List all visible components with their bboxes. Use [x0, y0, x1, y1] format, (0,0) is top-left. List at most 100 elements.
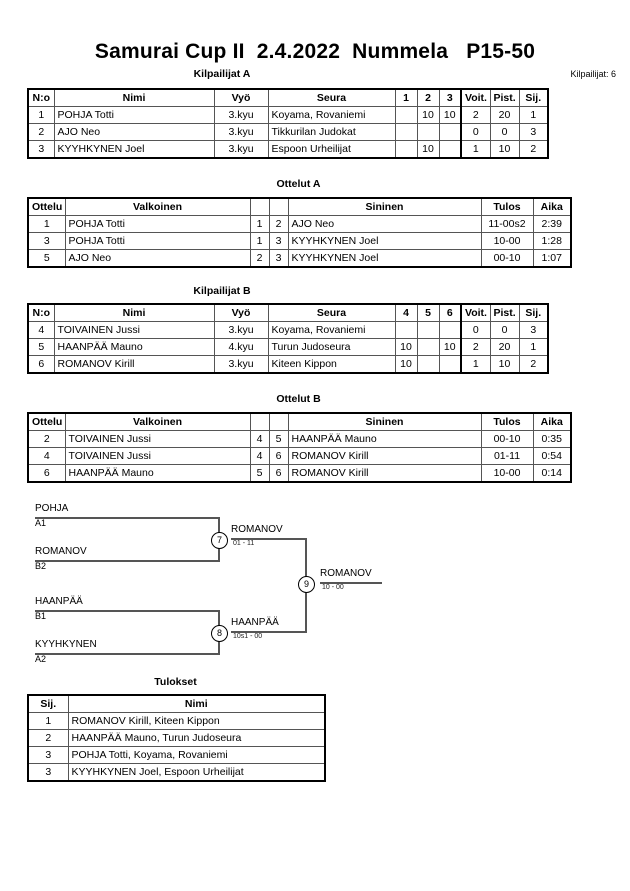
cell-no: 5 — [27, 338, 55, 356]
table-row: 3 POHJA Totti, Koyama, Rovaniemi — [27, 746, 326, 764]
pool-a-caption: Kilpailijat A — [193, 68, 251, 80]
table-row: 6 ROMANOV Kirill 3.kyu Kiteen Kippon 10 … — [27, 355, 549, 374]
cell-belt: 3.kyu — [213, 123, 269, 141]
col-blue: Sininen — [287, 412, 482, 431]
cell-m1 — [394, 106, 418, 124]
cell-belt: 3.kyu — [213, 106, 269, 124]
cell-result: 00-10 — [480, 430, 534, 448]
col-result: Tulos — [480, 412, 534, 431]
cell-club: Turun Judoseura — [267, 338, 396, 356]
cell-points: 0 — [489, 123, 520, 141]
col-time: Aika — [532, 412, 572, 431]
cell-m3 — [438, 355, 462, 374]
cell-rank: 3 — [27, 763, 69, 782]
col-white-no — [249, 412, 270, 431]
bracket-final-score: 10 - 00 — [322, 584, 344, 591]
results-table: Sij. Nimi 1 ROMANOV Kirill, Kiteen Kippo… — [27, 694, 326, 782]
table-row: 5 AJO Neo 2 3 KYYHKYNEN Joel 00-10 1:07 — [27, 249, 572, 268]
table-row: 4 TOIVAINEN Jussi 4 6 ROMANOV Kirill 01-… — [27, 447, 572, 465]
cell-result: 10-00 — [480, 464, 534, 483]
table-row: 2 HAANPÄÄ Mauno, Turun Judoseura — [27, 729, 326, 747]
cell-blue-no: 2 — [268, 215, 289, 233]
col-m2: 5 — [416, 303, 440, 322]
cell-m1: 10 — [394, 338, 418, 356]
col-points: Pist. — [489, 88, 520, 107]
cell-points: 10 — [489, 355, 520, 374]
col-rank: Sij. — [518, 303, 549, 322]
bracket-entry-name: KYYHKYNEN — [35, 639, 97, 650]
col-white: Valkoinen — [64, 412, 251, 431]
matches-a-header-row: Ottelu Valkoinen Sininen Tulos Aika — [27, 197, 572, 216]
col-club: Seura — [267, 88, 396, 107]
cell-result: 01-11 — [480, 447, 534, 465]
bracket-entry-seed: A2 — [35, 654, 47, 664]
cell-club: Espoon Urheilijat — [267, 140, 396, 159]
cell-m1 — [394, 123, 418, 141]
entrant-count: Kilpailijat: 6 — [570, 69, 616, 79]
cell-blue: KYYHKYNEN Joel — [287, 232, 482, 250]
cell-white-no: 4 — [249, 430, 270, 448]
cell-rank: 1 — [518, 106, 549, 124]
table-row: 3 KYYHKYNEN Joel, Espoon Urheilijat — [27, 763, 326, 782]
table-row: 5 HAANPÄÄ Mauno 4.kyu Turun Judoseura 10… — [27, 338, 549, 356]
cell-blue: ROMANOV Kirill — [287, 464, 482, 483]
cell-white: HAANPÄÄ Mauno — [64, 464, 251, 483]
bracket-node-winner: ROMANOV — [231, 524, 283, 535]
bracket-node-7: 7 — [211, 532, 228, 549]
cell-m2 — [416, 123, 440, 141]
col-match-no: Ottelu — [27, 197, 66, 216]
cell-time: 2:39 — [532, 215, 572, 233]
pool-b-table: N:o Nimi Vyö Seura 4 5 6 Voit. Pist. Sij… — [27, 303, 549, 374]
bracket-entry-seed: A1 — [35, 518, 47, 528]
results-caption: Tulokset — [154, 676, 197, 688]
col-belt: Vyö — [213, 303, 269, 322]
bracket-entry-name: HAANPÄÄ — [35, 596, 83, 607]
cell-time: 0:54 — [532, 447, 572, 465]
cell-white: POHJA Totti — [64, 232, 251, 250]
cell-belt: 3.kyu — [213, 140, 269, 159]
col-white: Valkoinen — [64, 197, 251, 216]
col-no: N:o — [27, 88, 55, 107]
cell-match-no: 6 — [27, 464, 66, 483]
cell-wins: 1 — [460, 140, 491, 159]
cell-points: 10 — [489, 140, 520, 159]
col-m3: 6 — [438, 303, 462, 322]
cell-name: KYYHKYNEN Joel — [53, 140, 215, 159]
matches-a-caption: Ottelut A — [276, 178, 321, 190]
col-name: Nimi — [67, 694, 326, 713]
bracket-node-8: 8 — [211, 625, 228, 642]
cell-blue-no: 6 — [268, 447, 289, 465]
table-row: 2 TOIVAINEN Jussi 4 5 HAANPÄÄ Mauno 00-1… — [27, 430, 572, 448]
cell-club: Tikkurilan Judokat — [267, 123, 396, 141]
cell-belt: 4.kyu — [213, 338, 269, 356]
col-rank: Sij. — [518, 88, 549, 107]
cell-no: 1 — [27, 106, 55, 124]
cell-blue-no: 3 — [268, 249, 289, 268]
bracket-line — [35, 653, 220, 655]
cell-time: 1:07 — [532, 249, 572, 268]
elimination-bracket: POHJA A1 ROMANOV B2 7 ROMANOV 01 - 11 HA… — [0, 495, 630, 675]
cell-rank: 2 — [27, 729, 69, 747]
pool-a-table: N:o Nimi Vyö Seura 1 2 3 Voit. Pist. Sij… — [27, 88, 549, 159]
cell-rank: 2 — [518, 140, 549, 159]
cell-wins: 0 — [460, 321, 491, 339]
cell-name: KYYHKYNEN Joel, Espoon Urheilijat — [67, 763, 326, 782]
col-m1: 4 — [394, 303, 418, 322]
cell-white-no: 2 — [249, 249, 270, 268]
cell-match-no: 2 — [27, 430, 66, 448]
bracket-line — [231, 538, 307, 540]
cell-no: 4 — [27, 321, 55, 339]
cell-match-no: 1 — [27, 215, 66, 233]
bracket-entry-name: POHJA — [35, 503, 69, 514]
cell-rank: 2 — [518, 355, 549, 374]
cell-blue: AJO Neo — [287, 215, 482, 233]
cell-m2 — [416, 338, 440, 356]
cell-rank: 3 — [27, 746, 69, 764]
cell-m1 — [394, 321, 418, 339]
bracket-line — [35, 560, 220, 562]
cell-time: 0:35 — [532, 430, 572, 448]
cell-blue: ROMANOV Kirill — [287, 447, 482, 465]
cell-wins: 0 — [460, 123, 491, 141]
cell-name: HAANPÄÄ Mauno — [53, 338, 215, 356]
col-blue-no — [268, 412, 289, 431]
